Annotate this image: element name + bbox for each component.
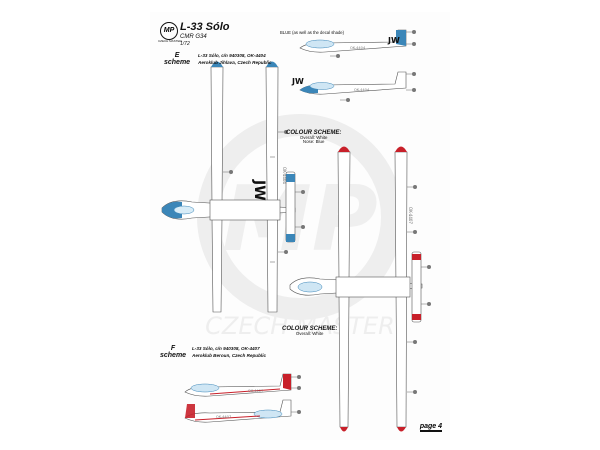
colour-f-title: COLOUR SCHEME: (282, 326, 338, 332)
glider-f-side-view-2: OK-4407 (184, 399, 302, 423)
tail-code-side-2: JW (291, 77, 304, 86)
model-title: L-33 Sólo (180, 21, 230, 33)
reg-side-1: OK-4404 (350, 46, 366, 50)
colour-e-title: COLOUR SCHEME: (286, 130, 342, 136)
brand-logo: MP (160, 22, 178, 40)
wing-reg-f: OK-4407 (408, 207, 413, 224)
scheme-e-line1: L-33 Sólo, c/n 940308, OK-4404 (198, 53, 266, 58)
watermark-logo: MP CZECH MASTER (197, 114, 403, 340)
glider-e-top-view (161, 61, 306, 313)
reg-f-side-2: OK-4407 (216, 415, 231, 419)
decal-instruction-sheet: MP CZECH MASTER (150, 12, 450, 440)
glider-e-side-view-2: JW OK-4404 (291, 71, 417, 103)
colour-f-line1: Overall: White (295, 331, 324, 336)
reg-side-2: OK-4404 (354, 88, 370, 92)
scheme-f-word: scheme (160, 352, 187, 359)
colour-e-line1: Overall: White (299, 135, 328, 140)
reg-f-side-1: OK-4407 (248, 389, 263, 393)
kit-scale: 1/72 (180, 41, 190, 47)
page-number: page 4 (419, 423, 442, 432)
kit-code: CMR G34 (180, 34, 207, 40)
glider-f-side-view-1: OK-4407 (184, 373, 302, 397)
glider-e-side-view-1: JW OK-4404 (299, 29, 417, 59)
scheme-e-line2: Aeroklub Jihlava, Czech Republic (198, 60, 272, 65)
tail-code-side-1: JW (387, 36, 400, 45)
colour-e-line2: Nose: Blue (302, 139, 325, 145)
glider-drawings: JW OK-4404 OK-4407 (161, 29, 432, 432)
scheme-f-label: F scheme (160, 345, 186, 359)
colour-scheme-f: COLOUR SCHEME: Overall: White (282, 326, 337, 336)
scheme-f-letter: F (170, 345, 176, 352)
scheme-e-label: E scheme (164, 52, 190, 66)
scheme-e-letter: E (174, 52, 180, 59)
scheme-f-line1: L-33 Sólo, c/n 940308, OK-4407 (192, 346, 260, 351)
brand-maker: CZECH MASTER (158, 39, 182, 43)
glider-f-top-view (289, 146, 432, 432)
scheme-f-line2: Aeroklub Beroun, Czech Republic (192, 353, 267, 358)
colour-scheme-e: COLOUR SCHEME: Overall: White Nose: Blue (286, 130, 341, 145)
wing-reg-e: OK-4404 (282, 167, 287, 184)
tail-code-e: JW (251, 179, 267, 201)
blue-note: BLUE (as well as the decal shade) (280, 30, 345, 35)
scheme-e-word: scheme (164, 59, 191, 66)
watermark-text: CZECH MASTER (205, 312, 395, 340)
